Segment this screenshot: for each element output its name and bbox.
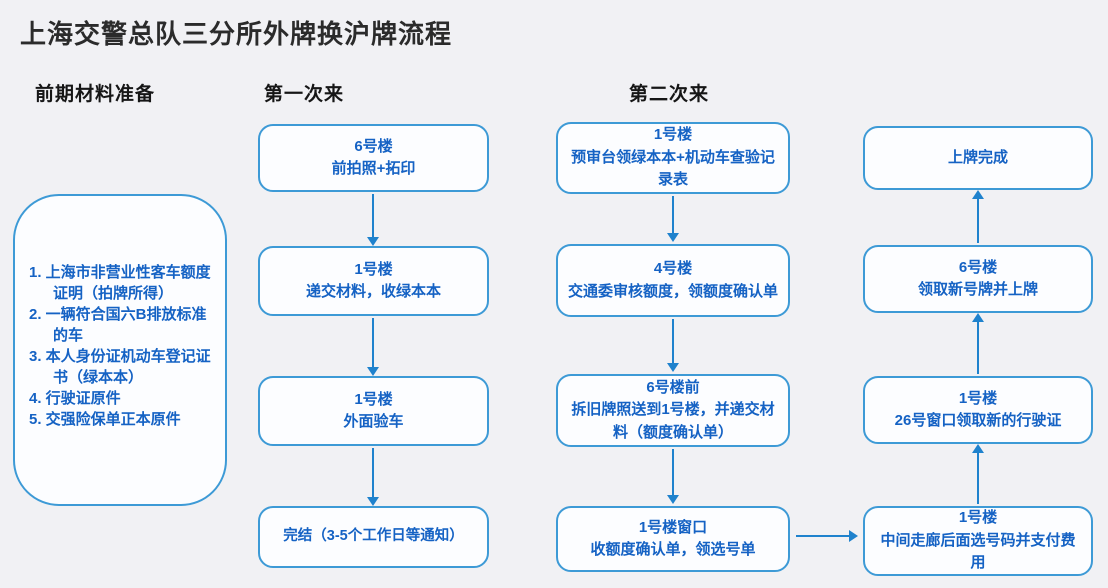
box-action: 拆旧牌照送到1号楼，并递交材料（额度确认单） <box>571 401 775 441</box>
box-location: 1号楼 <box>958 509 998 527</box>
page-title: 上海交警总队三分所外牌换沪牌流程 <box>20 19 453 49</box>
flow-box-second-4: 1号楼窗口 收额度确认单，领选号单 <box>556 506 790 572</box>
box-location: 1号楼 <box>354 260 393 278</box>
arrow-down-icon <box>667 319 679 372</box>
box-location: 1号楼 <box>958 389 998 407</box>
flow-box-second-1: 1号楼 预审台领绿本本+机动车查验记录表 <box>556 122 790 194</box>
flow-box-completion-done: 上牌完成 <box>863 126 1093 190</box>
flow-box-completion-3: 1号楼 26号窗口领取新的行驶证 <box>863 376 1093 444</box>
flow-box-first-2: 1号楼 递交材料，收绿本本 <box>258 246 489 316</box>
section-header-second-visit: 第二次来 <box>629 84 710 105</box>
flow-box-first-1: 6号楼 前拍照+拓印 <box>258 124 489 192</box>
prep-item: 3. 本人身份证机动车登记证书（绿本本） <box>29 348 211 386</box>
box-location: 6号楼 <box>958 258 998 276</box>
arrow-up-icon <box>972 190 984 243</box>
prep-materials-panel: 1. 上海市非营业性客车额度证明（拍牌所得） 2. 一辆符合国六B排放标准的车 … <box>13 194 227 506</box>
box-action: 完结（3-5个工作日等通知） <box>283 528 464 545</box>
box-action: 前拍照+拓印 <box>331 160 416 177</box>
box-action: 预审台领绿本本+机动车查验记录表 <box>571 148 775 189</box>
flow-box-completion-2: 6号楼 领取新号牌并上牌 <box>863 245 1093 313</box>
box-location: 6号楼 <box>354 137 393 155</box>
arrow-down-icon <box>367 318 379 376</box>
arrow-down-icon <box>367 448 379 506</box>
arrow-up-icon <box>972 313 984 374</box>
flow-box-first-4: 完结（3-5个工作日等通知） <box>258 506 489 568</box>
box-action: 收额度确认单，领选号单 <box>590 541 756 558</box>
arrow-down-icon <box>367 194 379 246</box>
box-action: 26号窗口领取新的行驶证 <box>894 412 1062 429</box>
flow-box-completion-4: 1号楼 中间走廊后面选号码并支付费用 <box>863 506 1093 576</box>
section-header-prep: 前期材料准备 <box>35 84 156 105</box>
flow-box-second-3: 6号楼前 拆旧牌照送到1号楼，并递交材料（额度确认单） <box>556 374 790 447</box>
flow-box-first-3: 1号楼 外面验车 <box>258 376 489 446</box>
prep-item: 1. 上海市非营业性客车额度证明（拍牌所得） <box>29 264 211 302</box>
box-action: 交通委审核额度，领额度确认单 <box>568 282 779 300</box>
prep-item: 4. 行驶证原件 <box>29 390 121 407</box>
box-location: 6号楼前 <box>646 378 700 396</box>
prep-item: 5. 交强险保单正本原件 <box>29 411 181 428</box>
box-location: 1号楼 <box>354 390 393 408</box>
box-action: 外面验车 <box>343 413 404 430</box>
arrow-right-icon <box>796 530 858 542</box>
flow-box-second-2: 4号楼 交通委审核额度，领额度确认单 <box>556 244 790 317</box>
box-action: 上牌完成 <box>947 148 1008 166</box>
box-action: 中间走廊后面选号码并支付费用 <box>880 531 1076 572</box>
section-header-first-visit: 第一次来 <box>264 84 345 105</box>
box-location: 4号楼 <box>653 260 693 277</box>
box-location: 1号楼 <box>653 126 693 144</box>
arrow-down-icon <box>667 196 679 242</box>
arrow-up-icon <box>972 444 984 504</box>
box-action: 领取新号牌并上牌 <box>917 281 1038 298</box>
prep-item: 2. 一辆符合国六B排放标准的车 <box>29 306 207 344</box>
box-location: 1号楼窗口 <box>638 518 708 536</box>
box-action: 递交材料，收绿本本 <box>305 283 441 300</box>
prep-materials-list: 1. 上海市非营业性客车额度证明（拍牌所得） 2. 一辆符合国六B排放标准的车 … <box>29 262 219 430</box>
arrow-down-icon <box>667 449 679 504</box>
